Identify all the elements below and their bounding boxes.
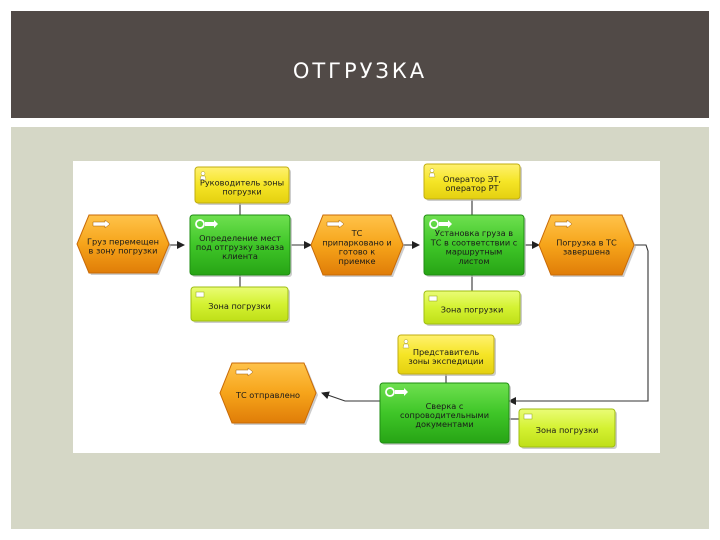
node-label-line: листом	[458, 256, 489, 266]
function-gear-icon	[385, 387, 408, 397]
node-label-line: под отгрузку заказа	[196, 242, 284, 252]
node-label-line: Зона погрузки	[536, 425, 599, 435]
org-shape	[423, 290, 521, 325]
function-gear-icon	[195, 219, 218, 229]
event-shape	[219, 362, 317, 424]
node-label-line: Установка груза в	[435, 228, 513, 238]
event-shape	[538, 214, 635, 276]
function-shape	[423, 214, 525, 276]
event-arrow-icon	[326, 219, 345, 229]
function-gear-icon	[429, 219, 452, 229]
node-label-line: оператор РТ	[445, 183, 499, 193]
node-fn-install: Установка груза вТС в соответствии смарш…	[423, 214, 526, 277]
role-shape	[397, 334, 495, 375]
node-label-line: завершена	[563, 247, 610, 257]
function-shape	[189, 214, 291, 276]
node-label-line: приемке	[338, 256, 375, 266]
node-label-line: Руководитель зоны	[200, 177, 284, 187]
org-shape	[518, 408, 616, 448]
node-label-line: зоны экспедиции	[408, 356, 483, 366]
person-icon	[199, 171, 207, 181]
slide-header: ОТГРУЗКА	[11, 11, 709, 118]
node-role-op: Оператор ЭТ,оператор РТ	[423, 163, 522, 201]
slide-title: ОТГРУЗКА	[292, 59, 428, 83]
node-zone3: Зона погрузки	[518, 408, 617, 449]
node-label-line: Оператор ЭТ,	[443, 174, 501, 184]
node-label-line: ТС в соответствии с	[430, 237, 518, 247]
node-label-line: Погрузка в ТС	[556, 237, 617, 247]
node-label-line: ТС отправлено	[235, 390, 300, 400]
org-unit-icon	[428, 295, 438, 302]
person-icon	[428, 168, 436, 178]
node-label-line: Зона погрузки	[208, 301, 271, 311]
event-arrow-icon	[554, 219, 573, 229]
node-zone2: Зона погрузки	[423, 290, 522, 326]
node-label-line: документами	[415, 419, 473, 429]
function-shape	[379, 382, 510, 444]
org-unit-icon	[523, 413, 533, 420]
node-label-line: маршрутным	[446, 247, 503, 257]
event-arrow-icon	[92, 219, 111, 229]
node-label-line: клиента	[222, 251, 258, 261]
org-shape	[190, 286, 289, 322]
connectors	[169, 199, 649, 420]
node-label-line: в зону погрузки	[89, 246, 158, 256]
role-shape	[423, 163, 521, 200]
node-label-line: погрузки	[222, 187, 261, 197]
node-ev-sent: ТС отправлено	[219, 362, 318, 425]
node-zone1: Зона погрузки	[190, 286, 290, 323]
event-shape	[310, 214, 404, 276]
node-label-line: сопроводительными	[400, 410, 489, 420]
connector-loaded-to-check	[508, 244, 649, 405]
node-label-line: Определение мест	[199, 233, 281, 243]
connector-check-to-sent	[321, 391, 380, 402]
person-icon	[402, 339, 410, 349]
node-label-line: Груз перемещен	[87, 236, 159, 246]
event-shape	[76, 214, 170, 274]
node-label-line: ТС	[351, 228, 363, 238]
event-arrow-icon	[235, 367, 254, 377]
role-shape	[194, 166, 290, 204]
org-unit-icon	[195, 291, 205, 298]
node-label-line: припарковано и	[322, 237, 392, 247]
node-label-line: Сверка с	[426, 401, 464, 411]
node-label-line: Представитель	[413, 347, 480, 357]
node-label-line: готово к	[339, 247, 376, 257]
node-label-line: Зона погрузки	[441, 305, 504, 315]
